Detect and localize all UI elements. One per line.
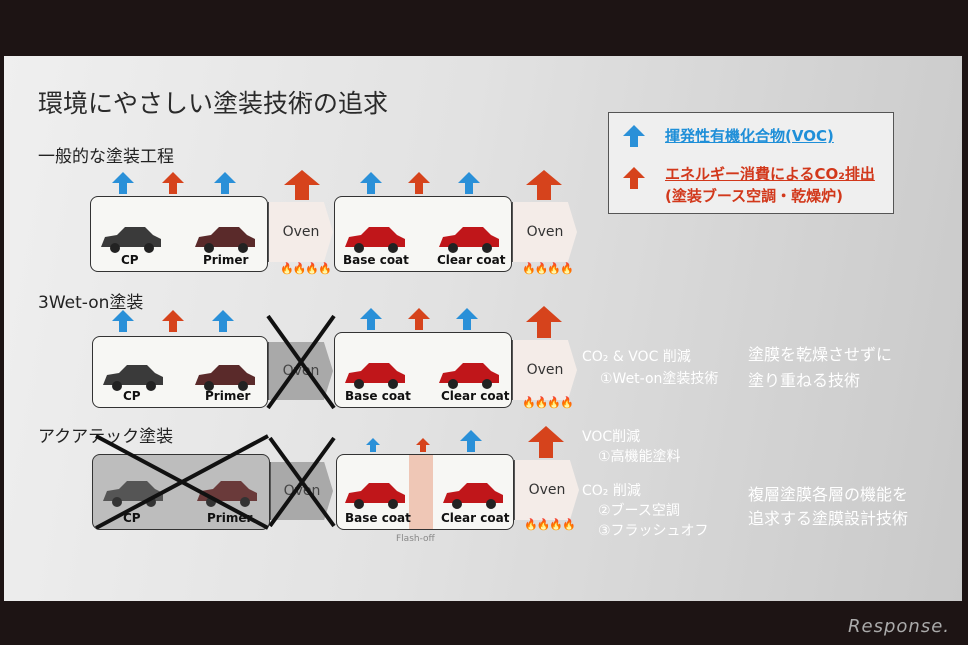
up-arrow-red-icon [284,170,320,200]
note-co2: CO₂ 削減 [582,483,641,499]
desc-3wet-2: 塗り重ねる技術 [748,371,861,390]
up-arrow-blue-icon [360,172,382,194]
note-co2-voc: CO₂ & VOC 削減 [582,349,691,365]
process-box-cp-primer: CP Primer [90,196,268,272]
up-arrow-red-icon [408,308,430,330]
process-box-base-clear: Base coat Clear coat [334,196,512,272]
label-primer: Primer [205,389,251,403]
label-base-coat: Base coat [343,253,409,267]
car-body-icon [345,483,405,509]
label-clear-coat: Clear coat [437,253,506,267]
desc-3wet-1: 塗膜を乾燥させずに [748,345,893,364]
legend-box: 揮発性有機化合物(VOC) エネルギー消費によるCO₂排出 (塗装ブース空調・乾… [608,112,894,214]
up-arrow-blue-icon [214,172,236,194]
note-voc-1: ①高機能塗料 [598,449,681,465]
label-cp: CP [123,511,141,525]
section-aquatech-title: アクアテック塗装 [38,427,174,447]
car-body-icon [439,363,499,389]
cross-out-icon [268,436,336,528]
process-box-base-clear: Base coat Clear coat [336,454,514,530]
section-general-title: 一般的な塗装工程 [38,147,174,167]
watermark-logo: Response. [848,616,950,637]
up-arrow-blue-icon [623,125,645,147]
up-arrow-red-icon [526,306,562,338]
flame-icon: 🔥🔥🔥🔥 [522,396,574,409]
legend-voc: 揮発性有機化合物(VOC) [665,127,834,145]
desc-aquatech-1: 複層塗膜各層の機能を [748,485,909,504]
up-arrow-blue-icon [458,172,480,194]
car-body-icon [345,227,405,253]
note-wet-on: ①Wet-on塗装技術 [600,371,719,387]
label-base-coat: Base coat [345,511,411,525]
cross-out-icon [95,434,269,530]
up-arrow-blue-icon [456,308,478,330]
label-cp: CP [123,389,141,403]
up-arrow-red-icon [416,438,430,452]
process-box-cp-primer-removed: CP Primer [92,454,270,530]
section-3wet-title: 3Wet-on塗装 [38,293,144,313]
note-co2-2: ②ブース空調 [598,503,680,519]
slide-title: 環境にやさしい塗装技術の追求 [38,89,389,118]
up-arrow-red-icon [526,170,562,200]
legend-co2: エネルギー消費によるCO₂排出 [665,165,875,183]
car-body-icon [101,227,161,253]
up-arrow-blue-icon [112,172,134,194]
note-co2-3: ③フラッシュオフ [598,523,709,539]
note-voc: VOC削減 [582,429,641,445]
cross-out-icon [266,314,336,410]
slide-screen: 環境にやさしい塗装技術の追求 揮発性有機化合物(VOC) エネルギー消費によるC… [4,56,962,601]
car-body-icon [195,227,255,253]
label-clear-coat: Clear coat [441,389,510,403]
flash-off-label: Flash-off [396,534,435,544]
up-arrow-blue-icon [212,310,234,332]
process-box-base-clear: Base coat Clear coat [334,332,512,408]
label-base-coat: Base coat [345,389,411,403]
flame-icon: 🔥🔥🔥🔥 [524,518,576,531]
up-arrow-red-icon [162,172,184,194]
up-arrow-red-icon [408,172,430,194]
up-arrow-blue-icon [366,438,380,452]
car-body-icon [195,365,255,391]
desc-aquatech-2: 追求する塗膜設計技術 [748,509,909,528]
up-arrow-blue-icon [460,430,482,452]
car-body-icon [439,227,499,253]
up-arrow-red-icon [162,310,184,332]
car-body-icon [443,483,503,509]
flash-off-zone [409,455,433,529]
oven-block: Oven [512,340,577,400]
up-arrow-red-icon [528,426,564,458]
flame-icon: 🔥🔥🔥🔥 [280,262,332,275]
up-arrow-blue-icon [360,308,382,330]
up-arrow-red-icon [623,167,645,189]
label-cp: CP [121,253,139,267]
car-body-icon [103,365,163,391]
label-primer: Primer [203,253,249,267]
car-body-icon [345,363,405,389]
process-box-cp-primer: CP Primer [92,336,268,408]
oven-block: Oven [268,202,333,262]
legend-co2-sub: (塗装ブース空調・乾燥炉) [665,187,843,205]
flame-icon: 🔥🔥🔥🔥 [522,262,574,275]
oven-block: Oven [514,460,579,520]
label-clear-coat: Clear coat [441,511,510,525]
oven-block: Oven [512,202,577,262]
up-arrow-blue-icon [112,310,134,332]
